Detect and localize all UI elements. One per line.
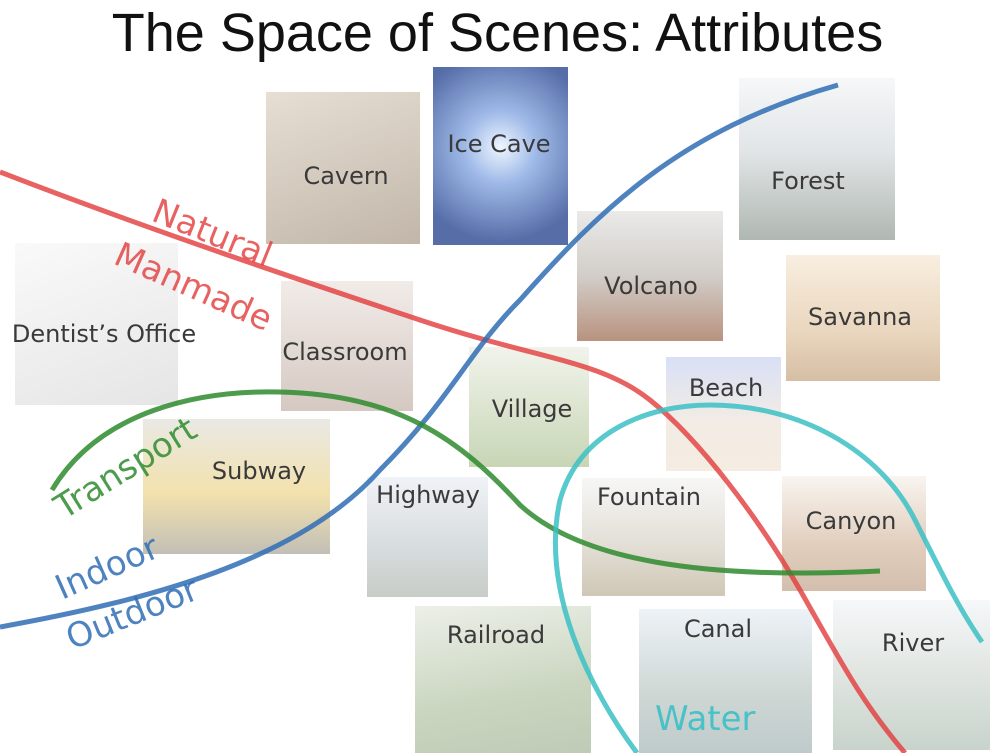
scene-label-forest: Forest xyxy=(771,167,845,195)
scene-label-highway: Highway xyxy=(376,481,480,509)
scene-label-fountain: Fountain xyxy=(596,483,702,511)
scene-label-canyon: Canyon xyxy=(805,507,897,535)
highway-image xyxy=(367,477,488,597)
scene-label-classroom: Classroom xyxy=(282,338,408,366)
savanna-image xyxy=(786,255,940,381)
scene-label-subway: Subway xyxy=(211,457,307,485)
scene-label-canal: Canal xyxy=(683,615,753,643)
canal-image xyxy=(639,609,812,753)
railroad-image xyxy=(415,606,591,753)
volcano-image xyxy=(577,211,723,341)
scene-label-ice-cave: Ice Cave xyxy=(447,130,551,158)
cavern-image xyxy=(266,92,420,244)
water-label: Water xyxy=(655,699,756,739)
village-image xyxy=(469,347,589,467)
classroom-image xyxy=(281,281,413,411)
fountain-image xyxy=(582,478,725,596)
scene-label-village: Village xyxy=(491,395,573,423)
scene-label-volcano: Volcano xyxy=(604,272,698,300)
river-image xyxy=(833,600,990,750)
scene-label-savanna: Savanna xyxy=(808,303,912,331)
scene-label-cavern: Cavern xyxy=(303,162,389,190)
forest-image xyxy=(739,78,895,240)
ice-cave-image xyxy=(433,67,568,245)
page-title: The Space of Scenes: Attributes xyxy=(111,3,884,63)
scene-label-dentists-office: Dentist’s Office xyxy=(11,320,197,348)
indoor-outdoor-curve xyxy=(0,82,839,630)
scene-label-river: River xyxy=(881,629,945,657)
water-curve xyxy=(553,402,985,753)
transport-curve xyxy=(49,389,881,576)
scene-label-beach: Beach xyxy=(688,374,764,402)
scene-label-railroad: Railroad xyxy=(446,621,546,649)
natural-manmade-curve xyxy=(0,169,907,753)
beach-image xyxy=(666,357,781,471)
dentist-office-image xyxy=(15,243,178,405)
